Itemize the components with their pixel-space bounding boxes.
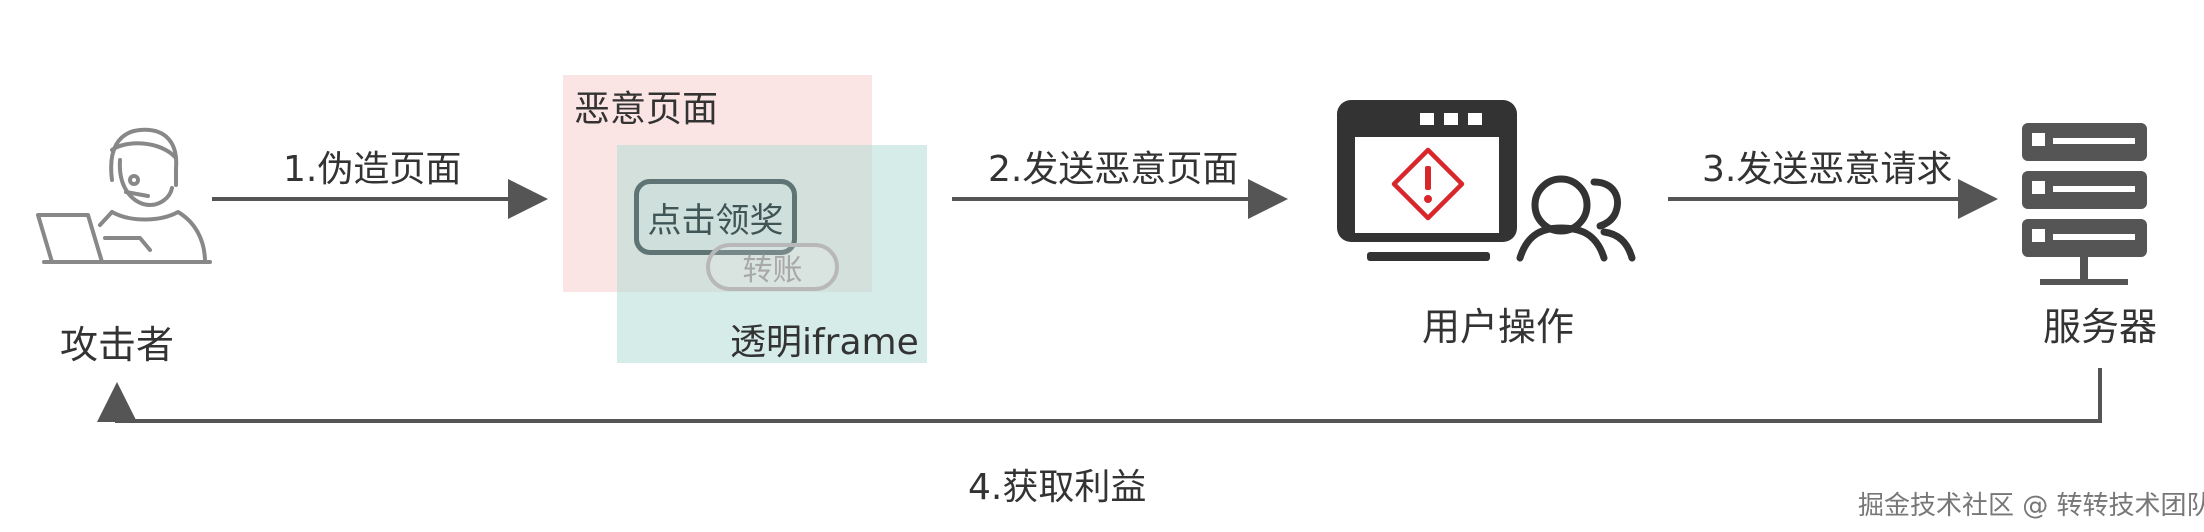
transfer-button[interactable]: 转账 (706, 243, 839, 291)
node-attacker-label: 攻击者 (60, 323, 175, 367)
iframe-label: 透明iframe (730, 322, 919, 363)
browser-warning-icon (1337, 100, 1517, 261)
attacker-laptop-icon (36, 127, 212, 264)
malicious-page-title: 恶意页面 (574, 89, 719, 130)
edge-step1-label: 1.伪造页面 (283, 149, 462, 190)
watermark: 掘金技术社区 @ 转转技术团队 (1858, 491, 2204, 521)
node-user-action-label: 用户操作 (1422, 305, 1575, 349)
edge-step4-arrow (97, 368, 2102, 423)
node-server-label: 服务器 (2043, 305, 2158, 349)
users-icon (1516, 175, 1636, 262)
server-icon (2022, 123, 2147, 285)
claim-prize-button[interactable]: 点击领奖 (634, 179, 797, 255)
edge-step3-label: 3.发送恶意请求 (1702, 149, 1953, 190)
edge-step2-label: 2.发送恶意页面 (988, 149, 1239, 190)
edge-step4-label: 4.获取利益 (968, 467, 1147, 508)
